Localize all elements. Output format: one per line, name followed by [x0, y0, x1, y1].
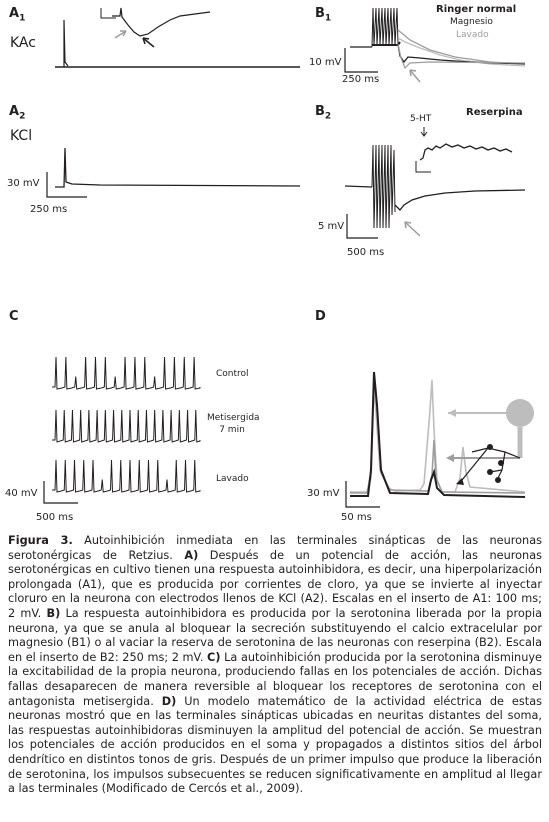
arrow-neurite: [446, 454, 454, 462]
panel-label-d: D: [315, 309, 326, 324]
caption-marker-c: C): [207, 650, 221, 664]
trace-label-metisergida: Metisergida 7 min: [207, 413, 260, 435]
caption-text-c: La autoinhibición producida por la serot…: [8, 650, 543, 708]
legend-ringer-normal: Ringer normal: [436, 4, 517, 15]
trace-c-metisergida: [52, 409, 201, 443]
scalebar-a2: [46, 172, 87, 198]
inset-scalebar-a1: [100, 8, 116, 19]
scale-label-b1-voltage: 10 mV: [309, 57, 342, 68]
scale-label-a2-time: 250 ms: [30, 204, 68, 215]
trace-c-control: [52, 356, 201, 390]
panel-label-b1: B1: [315, 6, 332, 24]
marker-5ht: 5-HT: [410, 114, 432, 124]
trace-d-dark: [350, 371, 526, 498]
scalebar-b2: [346, 214, 378, 239]
gray-arrow-a1: [114, 30, 127, 39]
scalebar-c: [43, 481, 78, 504]
legend-magnesio: Magnesio: [450, 17, 493, 27]
inset-trace-a1: [112, 7, 211, 37]
scale-label-d-voltage: 30 mV: [307, 488, 340, 499]
trace-label-lavado: Lavado: [216, 474, 249, 484]
figure-caption: Figura 3. Autoinhibición inmediata en la…: [8, 534, 542, 797]
caption-text-b: La respuesta autoinhibidora es producida…: [8, 606, 543, 664]
scale-label-b2-time: 500 ms: [347, 247, 385, 258]
scale-label-b2-voltage: 5 mV: [318, 221, 345, 232]
caption-text-a: Después de un potencial de acción, las n…: [8, 548, 543, 620]
panel-label-c: C: [9, 309, 19, 324]
title-reserpina: Reserpina: [466, 107, 523, 118]
scale-label-c-time: 500 ms: [36, 512, 74, 523]
caption-marker-d: D): [161, 694, 177, 708]
gray-arrow-b1: [409, 69, 421, 83]
black-arrow-a1: [142, 37, 155, 48]
condition-label-kcl: KCl: [10, 128, 33, 144]
legend-lavado: Lavado: [456, 30, 489, 40]
inset-trace-b2: [419, 143, 513, 161]
trace-label-control: Control: [216, 369, 249, 379]
panel-label-b2: B2: [315, 104, 332, 122]
trace-c-lavado: [52, 459, 201, 493]
scale-label-a2-voltage: 30 mV: [7, 178, 40, 189]
condition-label-kac: KAc: [10, 35, 36, 51]
scale-label-d-time: 50 ms: [341, 512, 372, 523]
gray-arrow-b2: [404, 221, 421, 237]
scale-label-b1-time: 250 ms: [342, 74, 380, 85]
panel-label-a1: A1: [9, 6, 26, 24]
scale-label-c-voltage: 40 mV: [5, 488, 38, 499]
scalebar-b1: [344, 48, 378, 73]
caption-marker-b: B): [46, 606, 61, 620]
arrow-5ht: [420, 127, 428, 137]
inset-scalebar-b2: [415, 161, 431, 173]
caption-sentence-intro: Autoinhibición inmediata en las terminal…: [8, 534, 543, 562]
caption-figure-label: Figura 3.: [8, 534, 73, 547]
panel-label-a2: A2: [9, 104, 26, 122]
scalebar-d: [345, 481, 380, 508]
arrow-terminal: [456, 478, 464, 485]
caption-text-d: Un modelo matemático de la actividad elé…: [8, 694, 543, 796]
soma-circle: [506, 399, 534, 427]
caption-marker-a: A): [184, 548, 199, 562]
